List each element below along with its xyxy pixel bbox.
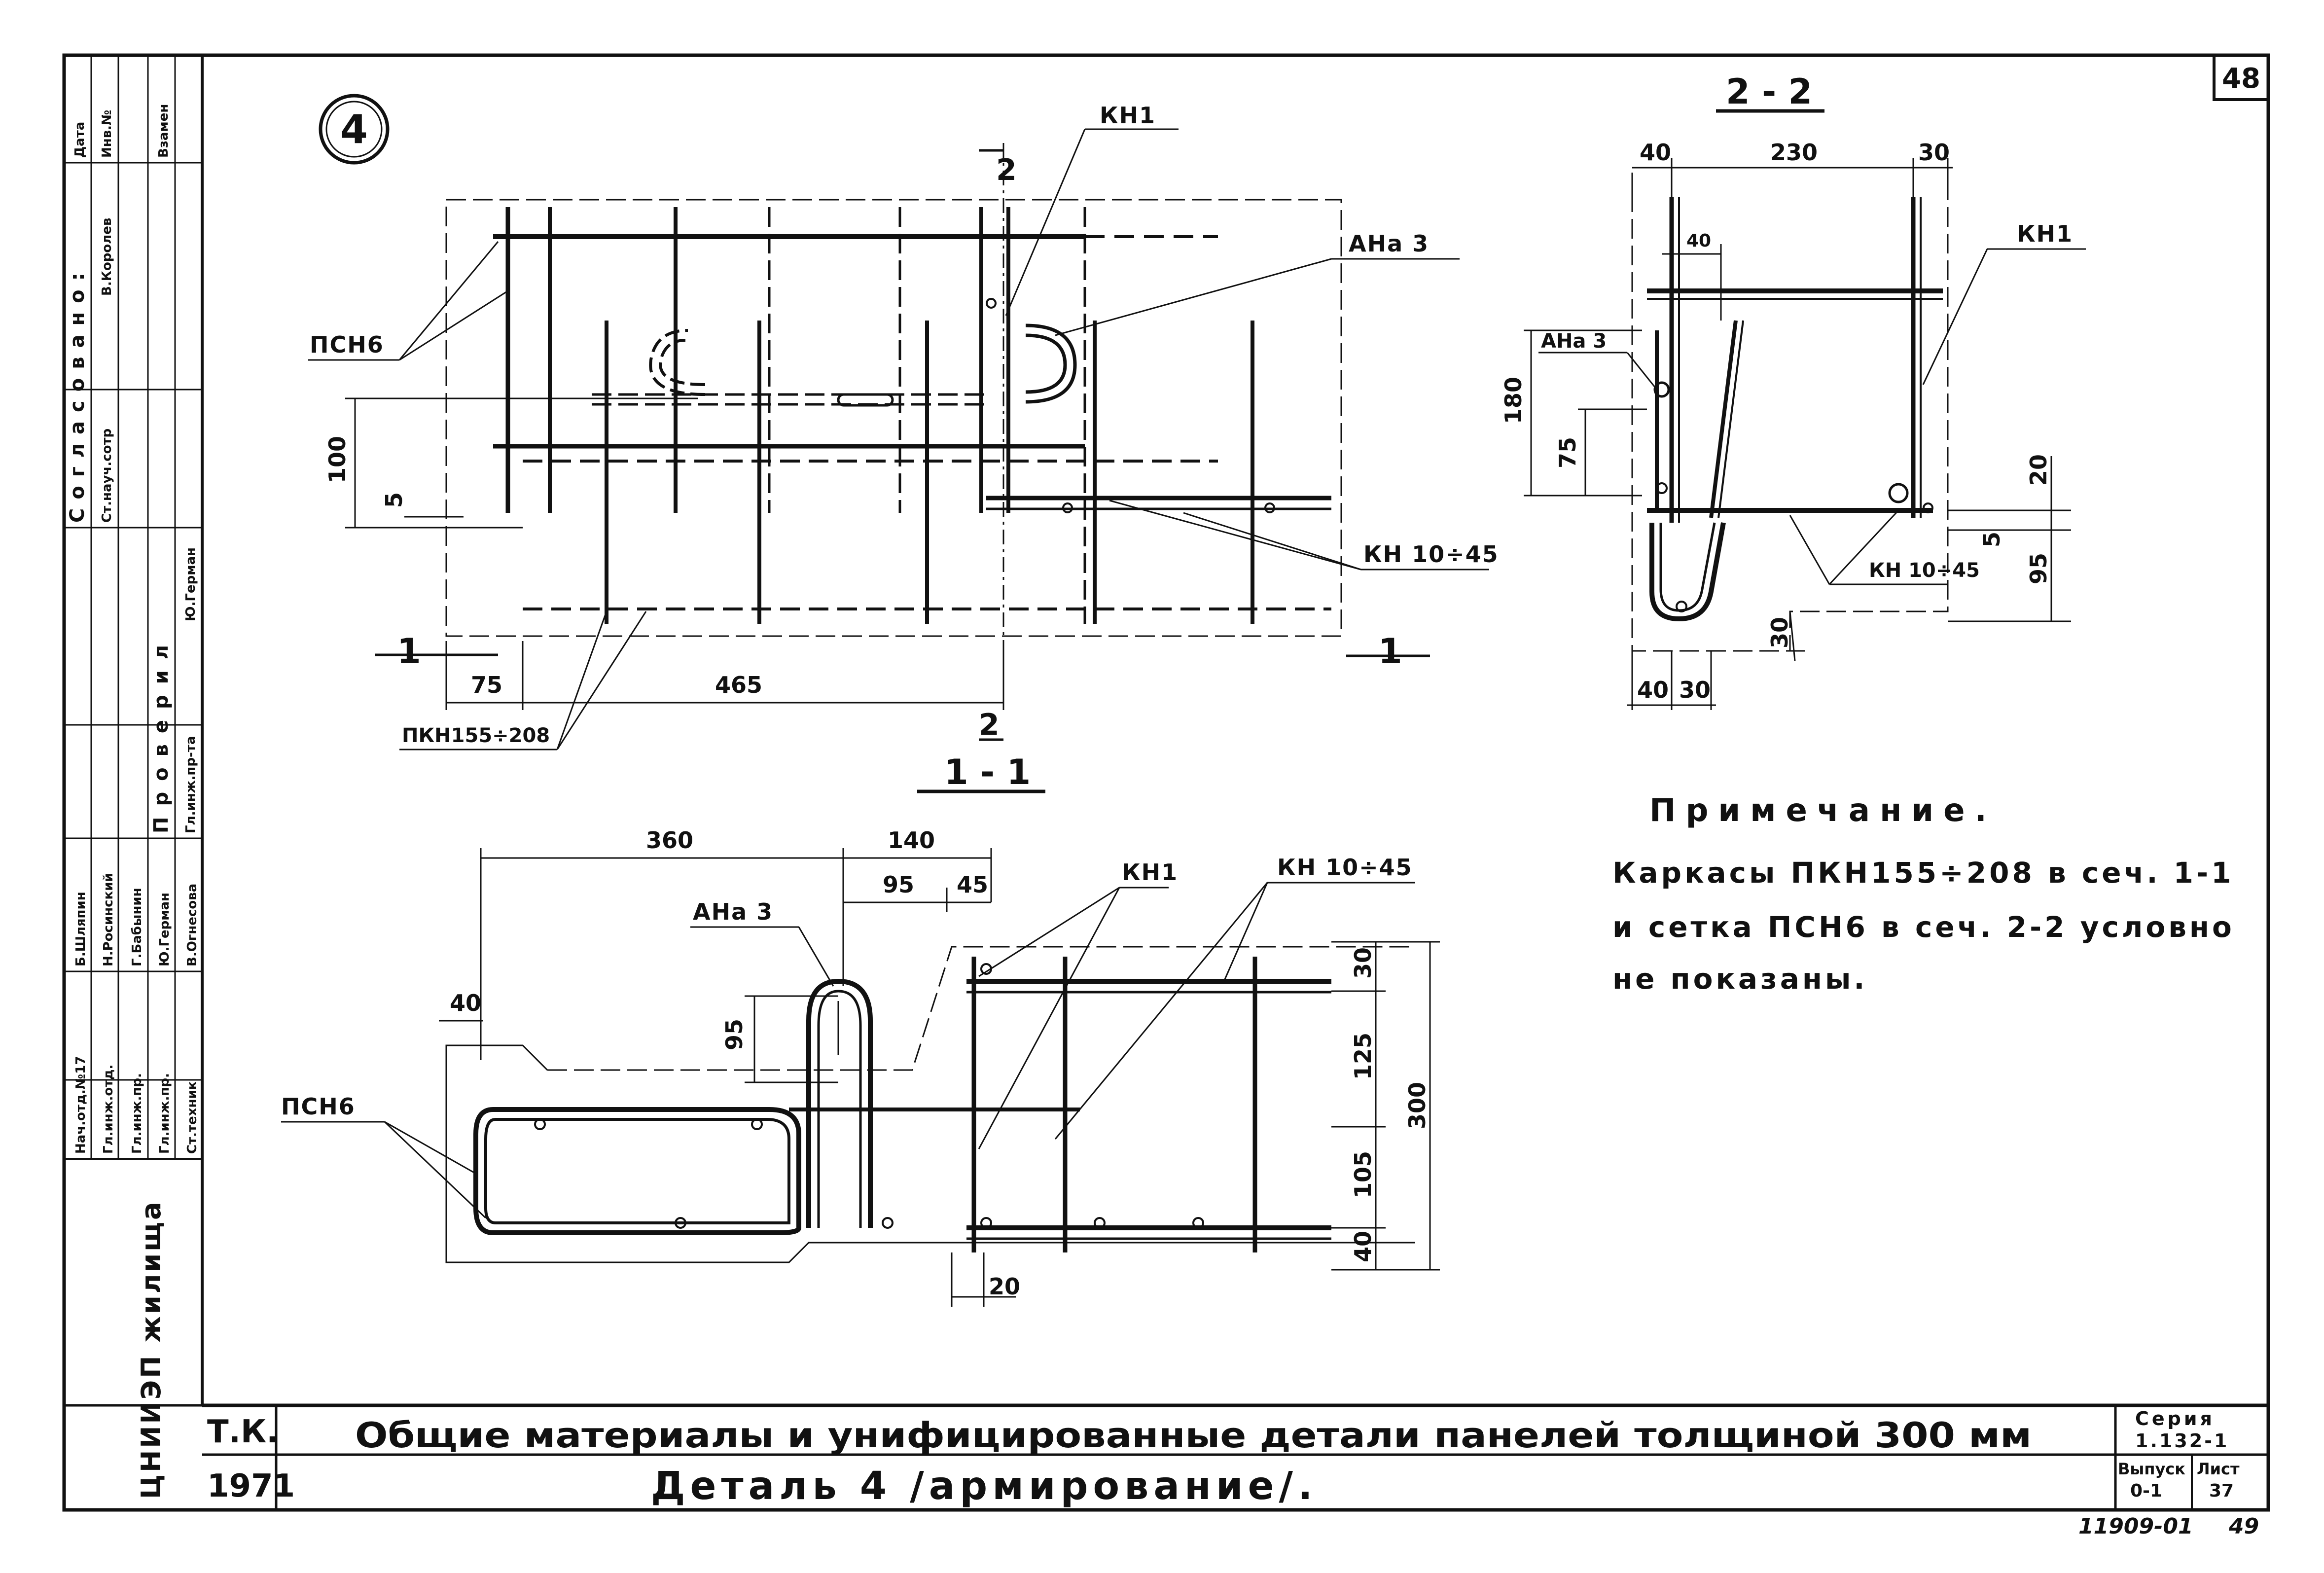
- label-plan-kn10-45: КН 10÷45: [1363, 541, 1499, 568]
- section-2-2-dimensions: [1524, 158, 2071, 710]
- title-issue-label: Выпуск: [2118, 1460, 2185, 1478]
- drawing-code: 11909-01: [2078, 1514, 2193, 1539]
- cut-mark-1-left: 1: [397, 631, 421, 672]
- dim-s2-95: 95: [2025, 553, 2052, 584]
- dim-s2-40: 40: [1640, 139, 1671, 166]
- dim-plan-100: 100: [324, 436, 351, 483]
- stamp-org: ЦНИИЭП жилища: [136, 1200, 167, 1499]
- dim-s2-40i: 40: [1686, 231, 1711, 251]
- section-2-2-leaders: [1538, 248, 2086, 585]
- stamp-checked: Проверил: [150, 634, 173, 833]
- dim-s2-75: 75: [1554, 437, 1581, 468]
- section-1-1-view: [445, 946, 1415, 1263]
- stamp-name-0: Б.Шляпин: [73, 892, 88, 966]
- title-sub: Деталь 4 /армирование/.: [651, 1464, 1318, 1508]
- note-line-1: Каркасы ПКН155÷208 в сеч. 1-1: [1612, 856, 2234, 890]
- label-s2-kn10-45: КН 10÷45: [1869, 559, 1980, 582]
- stamp-checked-row-0: Гл.инж.пр-та: [183, 736, 198, 833]
- stamp-right-col-2: Взамен: [156, 104, 171, 158]
- detail-circle: [319, 94, 390, 165]
- detail-number: 4: [340, 107, 368, 152]
- stamp-right-col-1: Инв.№: [100, 110, 114, 158]
- stamp-row-title-3: Гл.инж.пр.: [157, 1073, 172, 1154]
- title-series-value: 1.132-1: [2135, 1430, 2229, 1452]
- label-plan-psn6: ПСН6: [310, 331, 384, 358]
- section-2-2-title: 2 - 2: [1726, 72, 1812, 112]
- dim-s2-230: 230: [1770, 139, 1818, 166]
- title-main: Общие материалы и унифицированные детали…: [355, 1415, 2032, 1456]
- note-line-3: не показаны.: [1612, 962, 1867, 996]
- dim-s2-40b: 40: [1637, 677, 1669, 703]
- label-plan-pkn155-208: ПКН155÷208: [402, 724, 550, 747]
- stamp-row-title-4: Ст.техник: [185, 1081, 200, 1154]
- stamp-row-title-0: Нач.отд.№17: [73, 1056, 88, 1154]
- dim-s1-40b: 40: [1350, 1231, 1376, 1262]
- dim-s1-20: 20: [989, 1273, 1020, 1300]
- dim-s1-30: 30: [1350, 947, 1376, 979]
- stamp-checked-row-1: Ю.Герман: [183, 547, 198, 621]
- side-stamp: Дата Инв.№ Взамен Согласовано: Ст.науч.с…: [64, 55, 202, 1499]
- section-1-1-title: 1 - 1: [944, 752, 1031, 792]
- dim-s2-20: 20: [2025, 454, 2052, 486]
- dim-s2-5: 5: [1978, 532, 2005, 547]
- stamp-name-1: Н.Росинский: [101, 873, 116, 966]
- label-plan-kn1: КН1: [1100, 102, 1156, 129]
- title-series-label: Серия: [2135, 1408, 2215, 1430]
- dim-s2-30: 30: [1918, 139, 1950, 166]
- section-1-1-dimensions: [439, 848, 1440, 1307]
- plan-dimensions: [345, 149, 1430, 741]
- dim-s2-30c: 30: [1679, 677, 1711, 703]
- cut-mark-2-top: 2: [996, 153, 1017, 187]
- stamp-row-title-2: Гл.инж.пр.: [130, 1073, 144, 1154]
- section-2-2-view: [1631, 192, 1949, 652]
- label-s1-kn10-45: КН 10÷45: [1277, 854, 1413, 881]
- title-tk: Т.К.: [207, 1414, 279, 1450]
- title-issue-value: 0-1: [2130, 1481, 2162, 1501]
- plan-view: [445, 143, 1342, 705]
- dim-s1-40: 40: [450, 990, 481, 1016]
- dim-s1-300: 300: [1404, 1082, 1430, 1129]
- section-1-1-leaders: [281, 882, 1415, 1219]
- stamp-agreed-row-1: В.Королев: [100, 218, 114, 296]
- stamp-row-title-1: Гл.инж.отд.: [101, 1065, 116, 1154]
- dim-s1-45: 45: [957, 871, 988, 898]
- label-s2-ana3: АНа 3: [1541, 330, 1607, 353]
- label-s2-kn1: КН1: [2017, 220, 2073, 247]
- cut-mark-2-bottom: 2: [979, 708, 1000, 742]
- dim-s2-30b: 30: [1766, 617, 1793, 648]
- note-title: Примечание.: [1649, 792, 1997, 829]
- label-s1-kn1: КН1: [1122, 859, 1178, 886]
- label-s1-ana3: АНа 3: [693, 898, 773, 925]
- title-block: [202, 1403, 2268, 1510]
- label-s1-psn6: ПСН6: [281, 1093, 356, 1120]
- label-plan-ana3: АНа 3: [1349, 230, 1429, 257]
- stamp-name-4: В.Огнесова: [185, 884, 200, 966]
- dim-s1-125: 125: [1350, 1033, 1376, 1080]
- stamp-agreed-row-0: Ст.науч.сотр: [100, 429, 114, 523]
- plan-leaders: [308, 128, 1489, 751]
- dim-plan-465: 465: [715, 672, 762, 698]
- dim-s1-95b: 95: [721, 1019, 748, 1050]
- stamp-name-2: Г.Бабынин: [130, 888, 144, 966]
- dim-s1-360: 360: [646, 827, 693, 854]
- cut-mark-1-right: 1: [1378, 631, 1402, 672]
- dim-s2-180: 180: [1500, 377, 1527, 424]
- note-line-2: и сетка ПСН6 в сеч. 2-2 условно: [1612, 910, 2235, 944]
- sheet-number: 48: [2222, 63, 2260, 95]
- stamp-agreed: Согласовано:: [66, 264, 89, 523]
- dim-plan-75: 75: [471, 672, 502, 698]
- dim-s1-105: 105: [1350, 1151, 1376, 1198]
- title-year: 1971: [207, 1468, 295, 1504]
- sheet-frame: [62, 53, 2270, 1512]
- title-list-label: Лист: [2197, 1460, 2240, 1478]
- stamp-name-3: Ю.Герман: [157, 893, 172, 966]
- page-number: 49: [2228, 1514, 2259, 1539]
- dim-s1-95a: 95: [883, 871, 914, 898]
- title-list-value: 37: [2209, 1481, 2234, 1501]
- stamp-right-col-0: Дата: [72, 122, 87, 158]
- dim-plan-5: 5: [381, 492, 407, 508]
- dim-s1-140: 140: [888, 827, 935, 854]
- sheet-number-box: [2213, 54, 2270, 101]
